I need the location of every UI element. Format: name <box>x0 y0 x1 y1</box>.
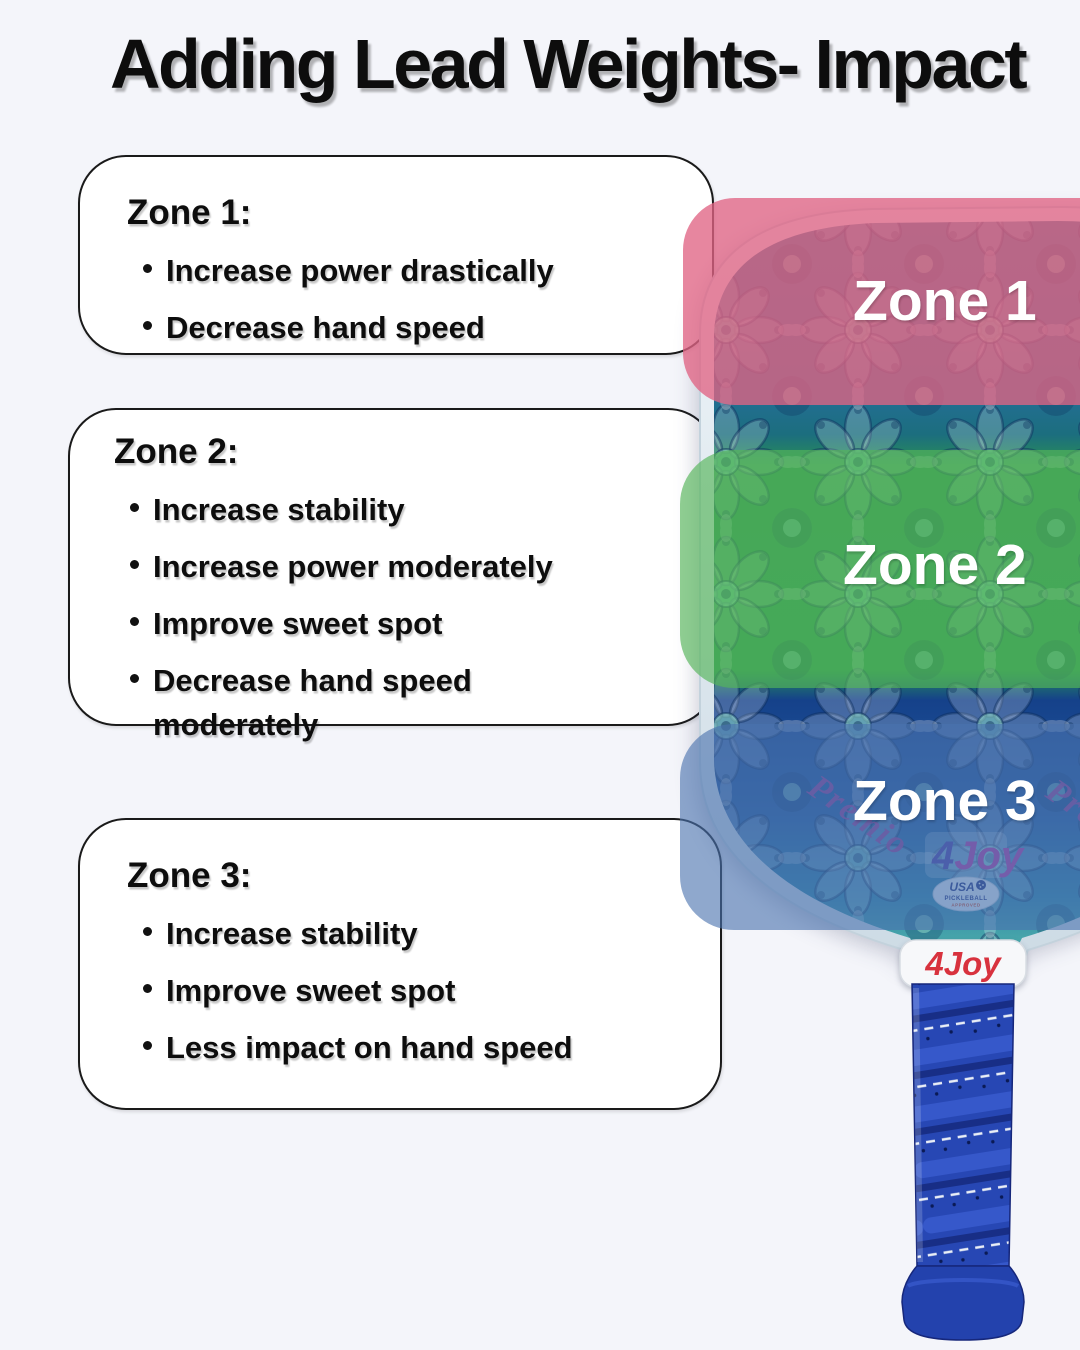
bullet-text: Decrease hand speed <box>166 310 485 346</box>
bullet-text: Improve sweet spot <box>166 973 456 1009</box>
bullet-text: Increase power moderately <box>153 549 553 585</box>
zone2-bullet-list: Increase stability Increase power modera… <box>114 488 684 747</box>
zone2-card: Zone 2: Increase stability Increase powe… <box>68 408 716 742</box>
bullet-dot-icon <box>130 560 139 570</box>
list-item: Decrease hand speed moderately <box>130 659 684 747</box>
bullet-dot-icon <box>143 1041 152 1051</box>
bullet-text: Less impact on hand speed <box>166 1030 573 1066</box>
list-item: Increase power drastically <box>143 249 682 293</box>
bullet-text: Increase stability <box>166 916 418 951</box>
zone1-overlay: Zone 1 <box>683 198 1080 405</box>
zone1-card: Zone 1: Increase power drastically Decre… <box>78 155 714 355</box>
paddle-grip <box>901 983 1025 1341</box>
list-item: Increase power moderately <box>130 545 684 589</box>
zone3-overlay: Zone 3 <box>680 724 1080 930</box>
bullet-dot-icon <box>143 927 152 936</box>
bullet-dot-icon <box>143 321 152 331</box>
zone2-overlay-label: Zone 2 <box>843 533 1027 597</box>
zone1-bullet-list: Increase power drastically Decrease hand… <box>127 249 682 350</box>
bullet-dot-icon <box>130 674 139 684</box>
bullet-text: Increase power drastically <box>166 253 554 288</box>
bullet-text: Decrease hand speed moderately <box>153 663 472 743</box>
zone3-bullet-list: Increase stability Improve sweet spot Le… <box>127 912 690 1070</box>
zone3-card-heading: Zone 3: <box>127 856 252 895</box>
band-logo-4: 4 <box>924 945 943 982</box>
zone2-card-heading: Zone 2: <box>114 432 239 471</box>
list-item: Less impact on hand speed <box>143 1026 690 1070</box>
page-title: Adding Lead Weights- Impact <box>110 25 1028 103</box>
bullet-dot-icon <box>143 984 152 994</box>
grip-band: 4Joy <box>899 939 1027 988</box>
zone2-overlay: Zone 2 <box>680 450 1080 688</box>
list-item: Improve sweet spot <box>143 969 690 1013</box>
bullet-dot-icon <box>130 617 139 627</box>
list-item: Decrease hand speed <box>143 306 682 350</box>
bullet-dot-icon <box>130 503 139 512</box>
svg-text:4Joy: 4Joy <box>924 945 1002 982</box>
zone1-card-heading: Zone 1: <box>127 193 252 232</box>
bullet-text: Improve sweet spot <box>153 606 443 642</box>
zone1-overlay-label: Zone 1 <box>853 269 1037 333</box>
list-item: Improve sweet spot <box>130 602 684 646</box>
bullet-dot-icon <box>143 264 152 273</box>
zone3-overlay-label: Zone 3 <box>853 769 1037 833</box>
list-item: Increase stability <box>130 488 684 532</box>
zone3-card: Zone 3: Increase stability Improve sweet… <box>78 818 722 1110</box>
band-logo-joy: Joy <box>944 945 1003 982</box>
bullet-text: Increase stability <box>153 492 405 527</box>
list-item: Increase stability <box>143 912 690 956</box>
